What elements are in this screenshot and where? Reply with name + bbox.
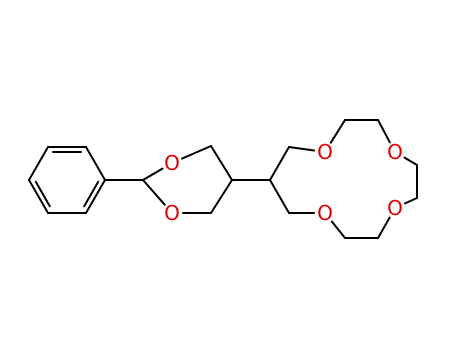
dioxane-bond (210, 179, 233, 214)
phenyl-bond (85, 179, 106, 214)
atom-label-o-crown-3: O (387, 196, 403, 220)
crown-bond (288, 146, 316, 152)
dioxane-bond (142, 179, 166, 206)
dioxane-bond (142, 167, 164, 181)
crown-bond (269, 179, 290, 214)
crown-bond (330, 220, 346, 239)
atom-label-o-dioxane-bottom: O (164, 201, 180, 225)
crown-bond (404, 197, 418, 205)
dioxane-bond (181, 145, 212, 160)
crown-bond (269, 146, 290, 181)
phenyl-double-bond (83, 180, 100, 208)
atom-label-o-crown-4: O (317, 201, 333, 225)
atom-label-o-crown-2: O (387, 140, 403, 164)
crown-bond (329, 119, 346, 144)
crown-bond (403, 156, 418, 166)
phenyl-bond (28, 179, 49, 214)
crown-bond (377, 216, 391, 239)
crown-bond (377, 119, 391, 144)
atom-label-o-crown-1: O (317, 140, 333, 164)
dioxane-bond (210, 145, 233, 181)
phenyl-bond (85, 146, 106, 181)
atom-label-o-dioxane-top: O (164, 151, 180, 175)
bond-layer (28, 119, 418, 239)
phenyl-bond (28, 146, 49, 181)
phenyl-double-bond (34, 180, 51, 208)
atom-layer: O O O O O O (164, 140, 403, 225)
